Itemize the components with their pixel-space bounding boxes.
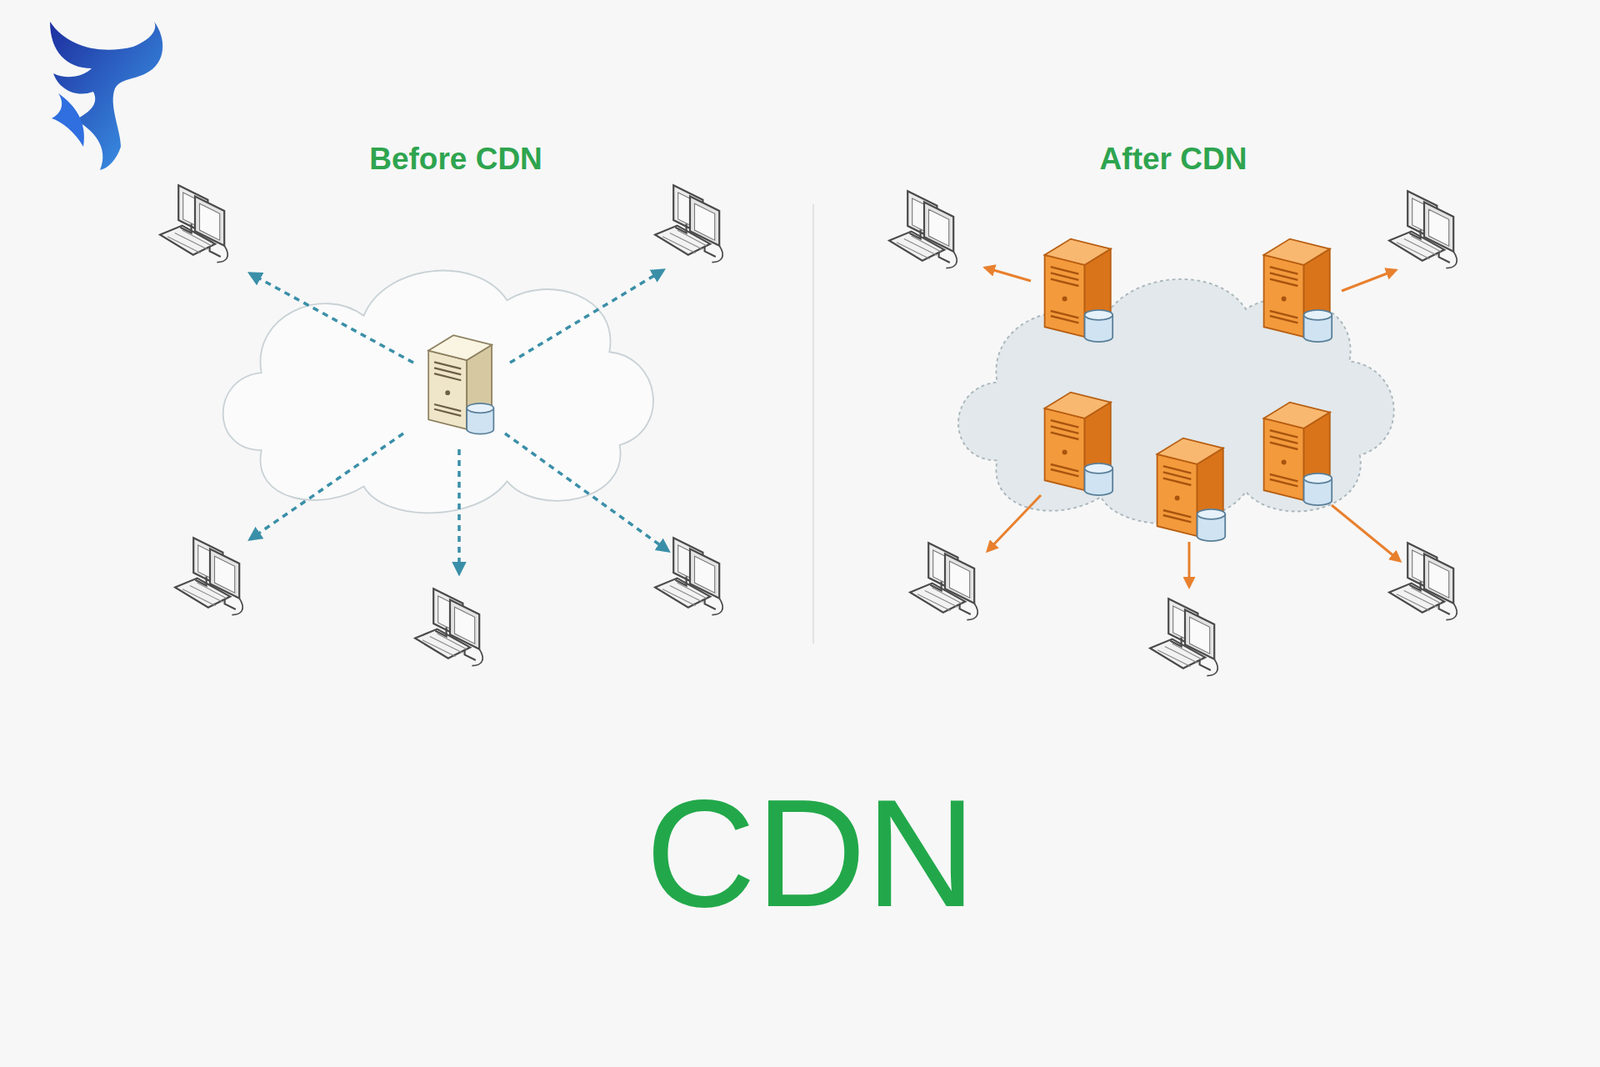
- client-computers: [160, 185, 1457, 675]
- diagram-caption: CDN: [645, 776, 976, 930]
- section-heading: Before CDN: [369, 143, 543, 175]
- origin-server: [428, 335, 494, 434]
- edge-servers: [1045, 239, 1333, 542]
- network-cloud: [223, 270, 654, 514]
- delivery-arrows: [250, 270, 669, 574]
- brand-logo: [50, 21, 163, 170]
- section-heading: After CDN: [1100, 143, 1248, 175]
- divider-line: [812, 204, 815, 644]
